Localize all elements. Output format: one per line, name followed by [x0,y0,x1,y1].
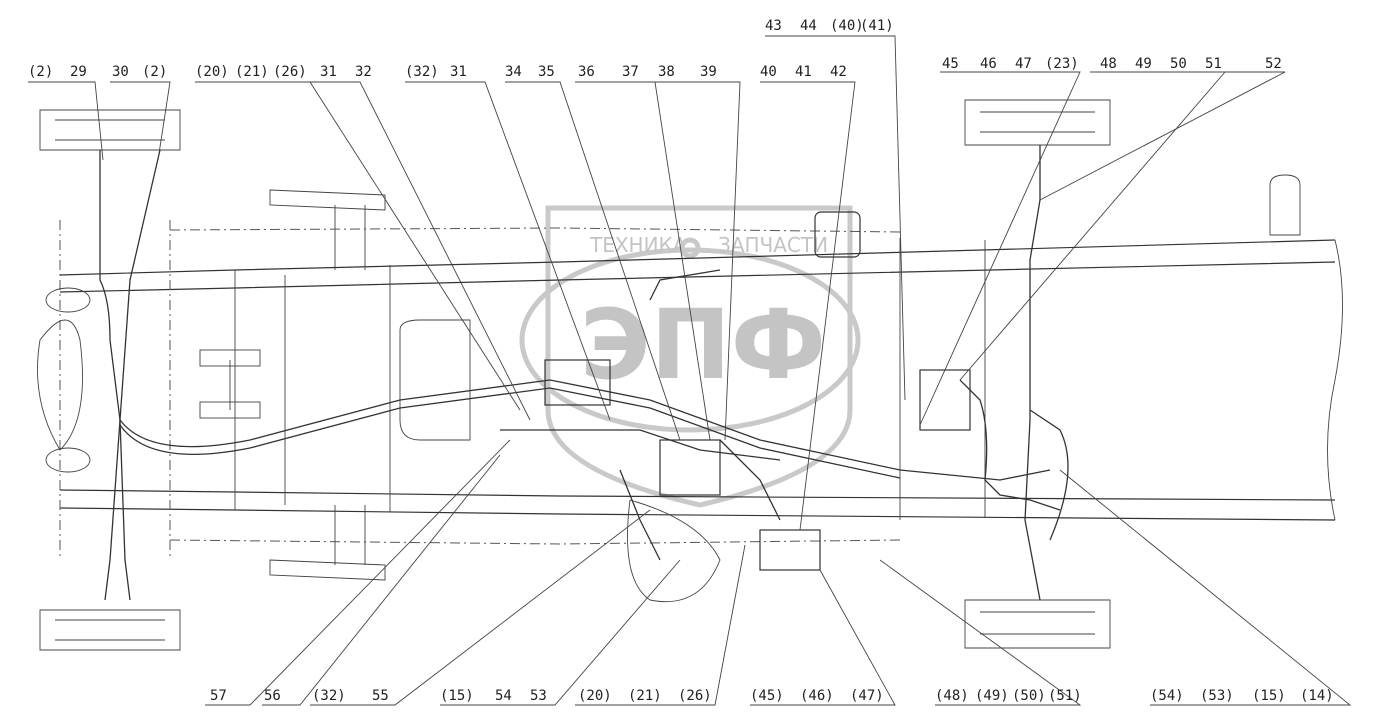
watermark-text-right: ЗАПЧАСТИ [718,233,828,257]
middle-axle [199,189,471,581]
label-bottom-20: (15) [1252,688,1286,704]
label-bottom-18: (54) [1150,688,1184,704]
label-top-11: 31 [450,64,467,80]
label-bottom-8: (20) [578,688,612,704]
front-axle [37,109,181,651]
label-top-13: 35 [538,64,555,80]
label-top-23: (40) [830,18,864,34]
label-top-6: (21) [235,64,269,80]
label-bottom-2: 56 [264,688,281,704]
label-top-32: 51 [1205,56,1222,72]
label-top-3: 30 [112,64,129,80]
labels-top: (2) 29 30 (2) (20) (21) (26) 31 32 (32) … [28,18,1282,80]
label-bottom-4: 55 [372,688,389,704]
label-top-4: (2) [142,64,167,80]
label-bottom-5: (15) [440,688,474,704]
rear-axle [964,99,1301,649]
leader-lines [28,35,1352,706]
label-bottom-6: 54 [495,688,512,704]
label-top-29: 48 [1100,56,1117,72]
label-bottom-3: (32) [312,688,346,704]
label-bottom-19: (53) [1200,688,1234,704]
label-bottom-9: (21) [628,688,662,704]
frame-rails [59,220,1343,560]
label-top-8: 31 [320,64,337,80]
watermark-logo: ЭПФ [580,289,826,401]
label-top-27: 47 [1015,56,1032,72]
brake-components [544,211,971,603]
label-top-5: (20) [195,64,229,80]
label-bottom-1: 57 [210,688,227,704]
label-top-30: 49 [1135,56,1152,72]
label-top-1: (2) [28,64,53,80]
label-top-18: 40 [760,64,777,80]
label-top-19: 41 [795,64,812,80]
label-bottom-7: 53 [530,688,547,704]
label-top-2: 29 [70,64,87,80]
label-top-28: (23) [1045,56,1079,72]
label-top-14: 36 [578,64,595,80]
label-bottom-11: (45) [750,688,784,704]
label-top-20: 42 [830,64,847,80]
label-bottom-17: (51) [1048,688,1082,704]
pipelines [119,269,1069,561]
label-top-17: 39 [700,64,717,80]
label-top-24: (41) [860,18,894,34]
label-bottom-14: (48) [935,688,969,704]
label-top-9: 32 [355,64,372,80]
label-top-26: 46 [980,56,997,72]
label-bottom-12: (46) [800,688,834,704]
label-bottom-10: (26) [678,688,712,704]
label-top-21: 43 [765,18,782,34]
label-top-16: 38 [658,64,675,80]
label-top-31: 50 [1170,56,1187,72]
label-bottom-21: (14) [1300,688,1334,704]
label-top-15: 37 [622,64,639,80]
label-top-33: 52 [1265,56,1282,72]
label-top-22: 44 [800,18,817,34]
label-bottom-15: (49) [975,688,1009,704]
label-top-12: 34 [505,64,522,80]
label-bottom-16: (50) [1012,688,1046,704]
labels-bottom: 57 56 (32) 55 (15) 54 53 (20) (21) (26) … [210,688,1334,704]
watermark-text-top: ТЕХНИКА [589,233,687,257]
label-top-7: (26) [273,64,307,80]
label-top-10: (32) [405,64,439,80]
label-top-25: 45 [942,56,959,72]
label-bottom-13: (47) [850,688,884,704]
watermark: ТЕХНИКА ЗАПЧАСТИ ЭПФ [519,205,861,508]
